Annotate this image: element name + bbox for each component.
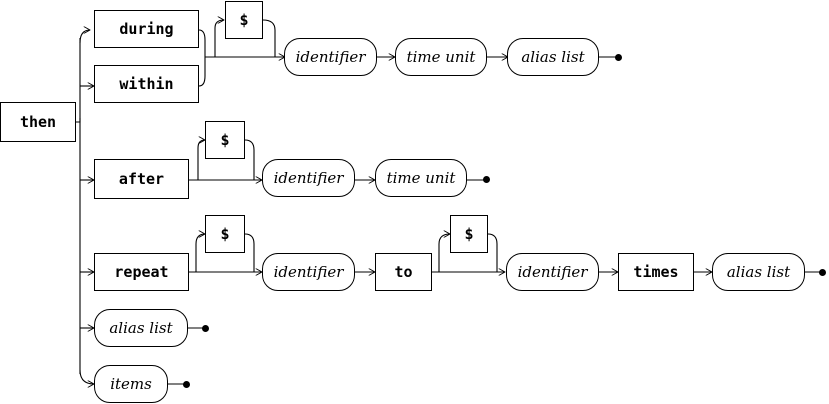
within-keyword: within: [94, 65, 199, 103]
times-keyword: times: [618, 253, 694, 291]
identifier-nonterminal: identifier: [262, 253, 355, 291]
time-unit-nonterminal: time unit: [375, 159, 467, 197]
then-keyword: then: [0, 102, 76, 142]
identifier-nonterminal: identifier: [284, 38, 377, 76]
dollar-option: $: [225, 1, 263, 39]
identifier-nonterminal: identifier: [262, 159, 355, 197]
end-dot: [183, 381, 190, 388]
alias-list-nonterminal: alias list: [507, 38, 599, 76]
alias-list-nonterminal: alias list: [712, 253, 805, 291]
dollar-option: $: [450, 215, 488, 253]
end-dot: [615, 54, 622, 61]
items-nonterminal: items: [94, 365, 168, 403]
dollar-option: $: [205, 121, 245, 159]
time-unit-nonterminal: time unit: [395, 38, 487, 76]
alias-list-nonterminal: alias list: [94, 309, 188, 347]
to-keyword: to: [375, 253, 432, 291]
dollar-option: $: [205, 215, 245, 253]
identifier-nonterminal: identifier: [506, 253, 599, 291]
repeat-keyword: repeat: [94, 253, 189, 291]
end-dot: [819, 269, 826, 276]
during-keyword: during: [94, 10, 199, 48]
end-dot: [483, 176, 490, 183]
end-dot: [202, 325, 209, 332]
after-keyword: after: [94, 159, 189, 199]
